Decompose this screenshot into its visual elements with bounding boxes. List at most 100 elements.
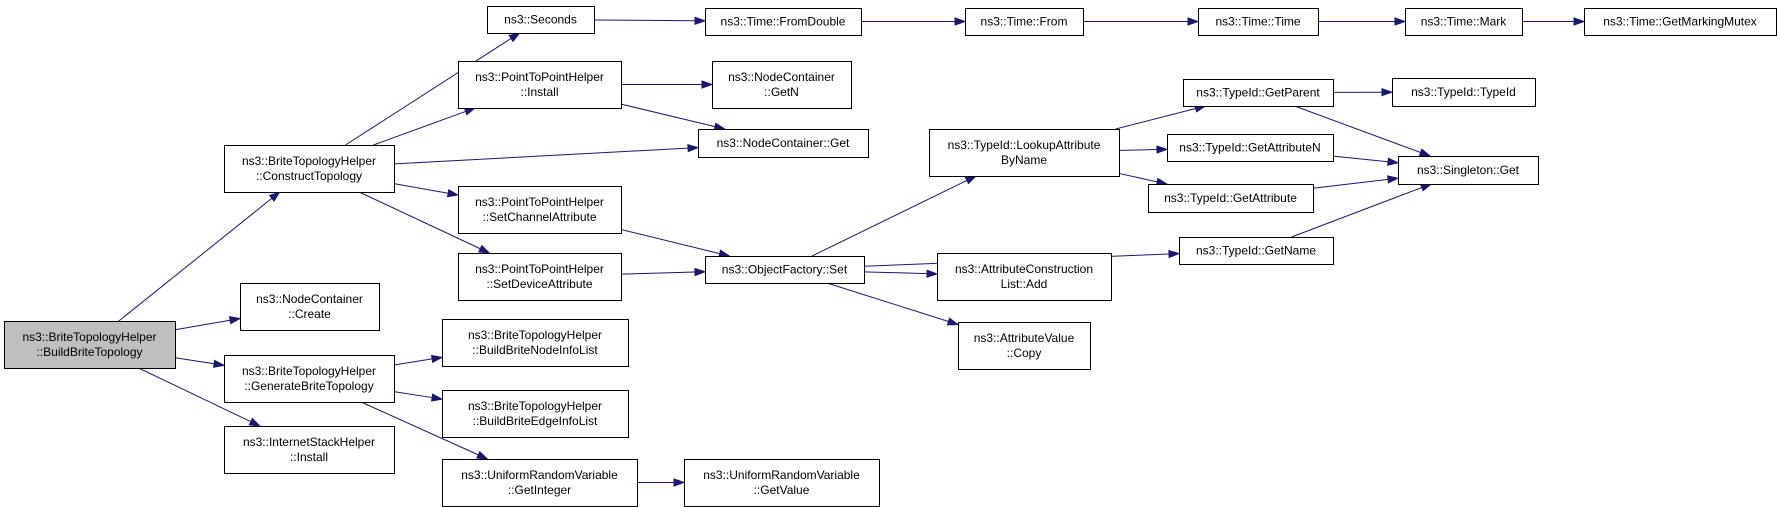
node-box <box>965 8 1084 36</box>
node-box <box>1198 8 1319 36</box>
node-label-line: ns3::TypeId::GetAttributeN <box>1179 141 1320 155</box>
edge-arrowhead <box>946 317 960 326</box>
node-generate[interactable]: ns3::BriteTopologyHelper::GenerateBriteT… <box>224 355 395 403</box>
edge-tid_lookup-to-tid_parent <box>1115 104 1207 130</box>
node-of-set[interactable]: ns3::ObjectFactory::Set <box>705 256 865 284</box>
node-box <box>240 283 380 331</box>
node-time-mark[interactable]: ns3::Time::Mark <box>1405 8 1523 36</box>
node-p2p-dev[interactable]: ns3::PointToPointHelper::SetDeviceAttrib… <box>458 253 622 301</box>
edge-arrowhead <box>964 175 978 185</box>
edge-arrowhead <box>1168 249 1181 259</box>
edge-arrowhead <box>1156 145 1169 154</box>
edge-generate-to-edge_info <box>393 391 444 402</box>
node-urv-val[interactable]: ns3::UniformRandomVariable::GetValue <box>684 459 880 507</box>
node-box <box>1392 78 1536 107</box>
edge-tid_attrn-to-singleton_get <box>1332 155 1400 166</box>
edge-p2p_dev-to-of_set <box>620 267 707 277</box>
node-box <box>1167 134 1334 162</box>
node-label-line: ::GenerateBriteTopology <box>244 379 373 393</box>
node-label-line: ns3::PointToPointHelper <box>475 195 604 209</box>
node-time-from[interactable]: ns3::Time::From <box>965 8 1084 36</box>
edge-line <box>620 103 716 128</box>
node-build[interactable]: ns3::BriteTopologyHelper::BuildBriteTopo… <box>4 321 176 369</box>
node-p2p-install[interactable]: ns3::PointToPointHelper::Install <box>458 61 622 109</box>
node-box <box>458 186 622 234</box>
node-label-line: ns3::Time::From <box>981 15 1068 29</box>
node-tid-name[interactable]: ns3::TypeId::GetName <box>1179 237 1334 265</box>
edge-tid_lookup-to-tid_attr <box>1118 172 1169 186</box>
edge-arrowhead <box>687 143 700 153</box>
node-label-line: ::BuildBriteNodeInfoList <box>472 343 598 357</box>
edge-line <box>138 367 252 423</box>
node-label-line: ::Install <box>520 85 558 99</box>
edge-urv_int-to-urv_val <box>637 478 686 487</box>
node-construct[interactable]: ns3::BriteTopologyHelper::ConstructTopol… <box>224 145 395 193</box>
node-edge-info[interactable]: ns3::BriteTopologyHelper::BuildBriteEdge… <box>442 390 629 438</box>
node-nc-getn[interactable]: ns3::NodeContainer::GetN <box>712 61 852 109</box>
node-nc-get[interactable]: ns3::NodeContainer::Get <box>698 129 869 158</box>
node-box <box>487 6 595 34</box>
node-time-fromdouble[interactable]: ns3::Time::FromDouble <box>705 8 862 36</box>
node-attr-copy[interactable]: ns3::AttributeValue::Copy <box>958 322 1091 370</box>
edge-arrowhead <box>1573 17 1586 26</box>
node-seconds[interactable]: ns3::Seconds <box>487 6 595 34</box>
edge-line <box>345 37 512 146</box>
node-tid-attrn[interactable]: ns3::TypeId::GetAttributeN <box>1167 134 1334 162</box>
node-box <box>4 321 176 369</box>
edge-tid_parent-to-singleton_get <box>1294 105 1432 157</box>
edge-arrowhead <box>1387 175 1400 184</box>
node-box <box>224 426 395 474</box>
node-label-line: ::ConstructTopology <box>256 169 362 183</box>
node-singleton-get[interactable]: ns3::Singleton::Get <box>1398 156 1539 185</box>
edge-line <box>1294 105 1421 154</box>
node-label-line: ns3::AttributeConstruction <box>955 262 1093 276</box>
edge-line <box>118 197 273 322</box>
node-label-line: ns3::UniformRandomVariable <box>461 468 618 482</box>
node-label-line: ByName <box>1001 153 1047 167</box>
node-box <box>1148 184 1314 213</box>
node-label-line: ns3::TypeId::GetName <box>1196 244 1316 258</box>
node-label-line: ns3::Time::Mark <box>1421 15 1508 29</box>
node-tid-parent[interactable]: ns3::TypeId::GetParent <box>1183 79 1334 107</box>
node-label-line: ::Copy <box>1007 346 1042 360</box>
node-tid-attr[interactable]: ns3::TypeId::GetAttribute <box>1148 184 1314 213</box>
edge-of_set-to-tid_lookup <box>811 175 978 257</box>
node-box <box>1584 8 1777 36</box>
edge-line <box>373 110 466 146</box>
edge-time_from-to-time_time <box>1083 17 1200 26</box>
edge-time_mark-to-time_mutex <box>1522 17 1586 26</box>
node-tid-typeid[interactable]: ns3::TypeId::TypeId <box>1392 78 1536 107</box>
node-label-line: ::SetDeviceAttribute <box>486 277 592 291</box>
node-label-line: ns3::Time::Time <box>1215 15 1300 29</box>
edge-build-to-construct <box>118 191 281 322</box>
node-node-info[interactable]: ns3::BriteTopologyHelper::BuildBriteNode… <box>442 319 629 367</box>
node-time-mutex[interactable]: ns3::Time::GetMarkingMutex <box>1584 8 1777 36</box>
node-label-line: ns3::NodeContainer <box>256 292 363 306</box>
edge-line <box>1118 149 1158 151</box>
node-label-line: ns3::TypeId::TypeId <box>1411 85 1516 99</box>
node-p2p-chan[interactable]: ns3::PointToPointHelper::SetChannelAttri… <box>458 186 622 234</box>
node-time-time[interactable]: ns3::Time::Time <box>1198 8 1319 36</box>
edge-arrowhead <box>1394 17 1407 26</box>
edge-arrowhead <box>228 316 242 325</box>
node-inet-install[interactable]: ns3::InternetStackHelper::Install <box>224 426 395 474</box>
edge-arrowhead <box>1187 17 1200 26</box>
edge-arrowhead <box>446 189 460 198</box>
node-label-line: ns3::NodeContainer <box>728 70 835 84</box>
edge-line <box>358 191 481 250</box>
node-box <box>1405 8 1523 36</box>
node-box <box>224 145 395 193</box>
node-box <box>442 459 638 507</box>
edge-tid_attr-to-singleton_get <box>1312 175 1400 189</box>
edge-construct-to-p2p_install <box>373 107 477 146</box>
node-box <box>937 253 1112 301</box>
edge-seconds-to-time_fromdouble <box>593 16 707 25</box>
node-label-line: ns3::AttributeValue <box>974 331 1075 345</box>
node-urv-int[interactable]: ns3::UniformRandomVariable::GetInteger <box>442 459 638 507</box>
node-nc-create[interactable]: ns3::NodeContainer::Create <box>240 283 380 331</box>
node-label-line: ns3::Seconds <box>504 13 577 27</box>
edge-arrowhead <box>1381 87 1394 97</box>
edge-arrowhead <box>430 393 444 402</box>
